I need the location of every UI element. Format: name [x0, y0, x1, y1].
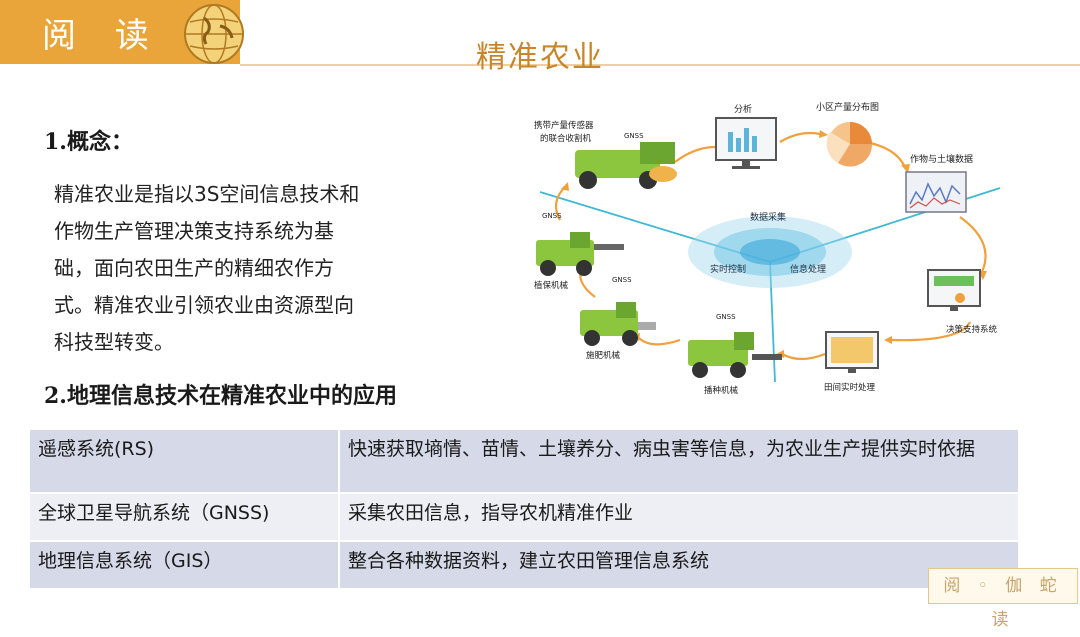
decision-monitor [927, 269, 981, 311]
axis-line-down [769, 261, 776, 383]
gnss-label-2: GNSS [542, 212, 562, 220]
analysis-label: 分析 [734, 103, 752, 115]
center-top-label: 数据采集 [750, 211, 786, 223]
gnss-label-4: GNSS [716, 313, 736, 321]
precision-agriculture-diagram: 数据采集 实时控制 信息处理 携带产量传感器 的联合收割机 GNSS [534, 101, 1001, 396]
system-description: 采集农田信息，指导农机精准作业 [340, 494, 1018, 542]
fertilizer-label: 施肥机械 [586, 350, 621, 361]
field-monitor [825, 331, 879, 373]
watermark-stamp: 阅 ◦ 伽 蛇 读 [928, 568, 1078, 630]
field-label: 田间实时处理 [824, 382, 876, 393]
gnss-label-1: GNSS [624, 132, 644, 140]
seeder-machine [688, 332, 782, 378]
system-description: 快速获取墒情、苗情、土壤养分、病虫害等信息，为农业生产提供实时依据 [340, 430, 1018, 494]
application-table: 遥感系统(RS) 快速获取墒情、苗情、土壤养分、病虫害等信息，为农业生产提供实时… [30, 430, 1018, 590]
yield-map-chart [826, 122, 873, 167]
yield-map-label: 小区产量分布图 [816, 101, 879, 113]
decision-label: 决策支持系统 [946, 324, 998, 335]
system-name: 全球卫星导航系统（GNSS) [30, 494, 340, 542]
crop-soil-chart [905, 171, 967, 213]
crop-soil-label: 作物与土壤数据 [910, 153, 973, 165]
center-right-label: 信息处理 [790, 263, 826, 275]
center-left-label: 实时控制 [710, 263, 746, 275]
slide-title: 精准农业 [476, 40, 604, 75]
banner-label: 阅 读 [42, 16, 163, 56]
header-rule [240, 64, 1080, 66]
system-name: 地理信息系统（GIS） [30, 542, 340, 590]
plant-protection-label: 植保机械 [534, 280, 569, 291]
table-row: 全球卫星导航系统（GNSS) 采集农田信息，指导农机精准作业 [30, 494, 1018, 542]
section1-heading: 1.概念： [44, 129, 133, 155]
seeder-label: 播种机械 [704, 385, 739, 396]
fertilizer-machine [580, 302, 656, 346]
section2-heading: 2.地理信息技术在精准农业中的应用 [44, 383, 397, 409]
table-row: 遥感系统(RS) 快速获取墒情、苗情、土壤养分、病虫害等信息，为农业生产提供实时… [30, 430, 1018, 494]
concept-paragraph: 精准农业是指以3S空间信息技术和作物生产管理决策支持系统为基础，面向农田生产的精… [54, 182, 360, 354]
cycle-arrows [554, 131, 987, 361]
harvester-machine [575, 142, 677, 189]
plant-protection-machine [536, 232, 624, 276]
gnss-label-3: GNSS [612, 276, 632, 284]
harvester-label: 携带产量传感器 [534, 120, 594, 131]
system-description: 整合各种数据资料，建立农田管理信息系统 [340, 542, 1018, 590]
harvester-label-2: 的联合收割机 [540, 133, 592, 144]
globe-icon [184, 4, 244, 64]
system-name: 遥感系统(RS) [30, 430, 340, 494]
table-row: 地理信息系统（GIS） 整合各种数据资料，建立农田管理信息系统 [30, 542, 1018, 590]
analysis-monitor [715, 117, 777, 169]
